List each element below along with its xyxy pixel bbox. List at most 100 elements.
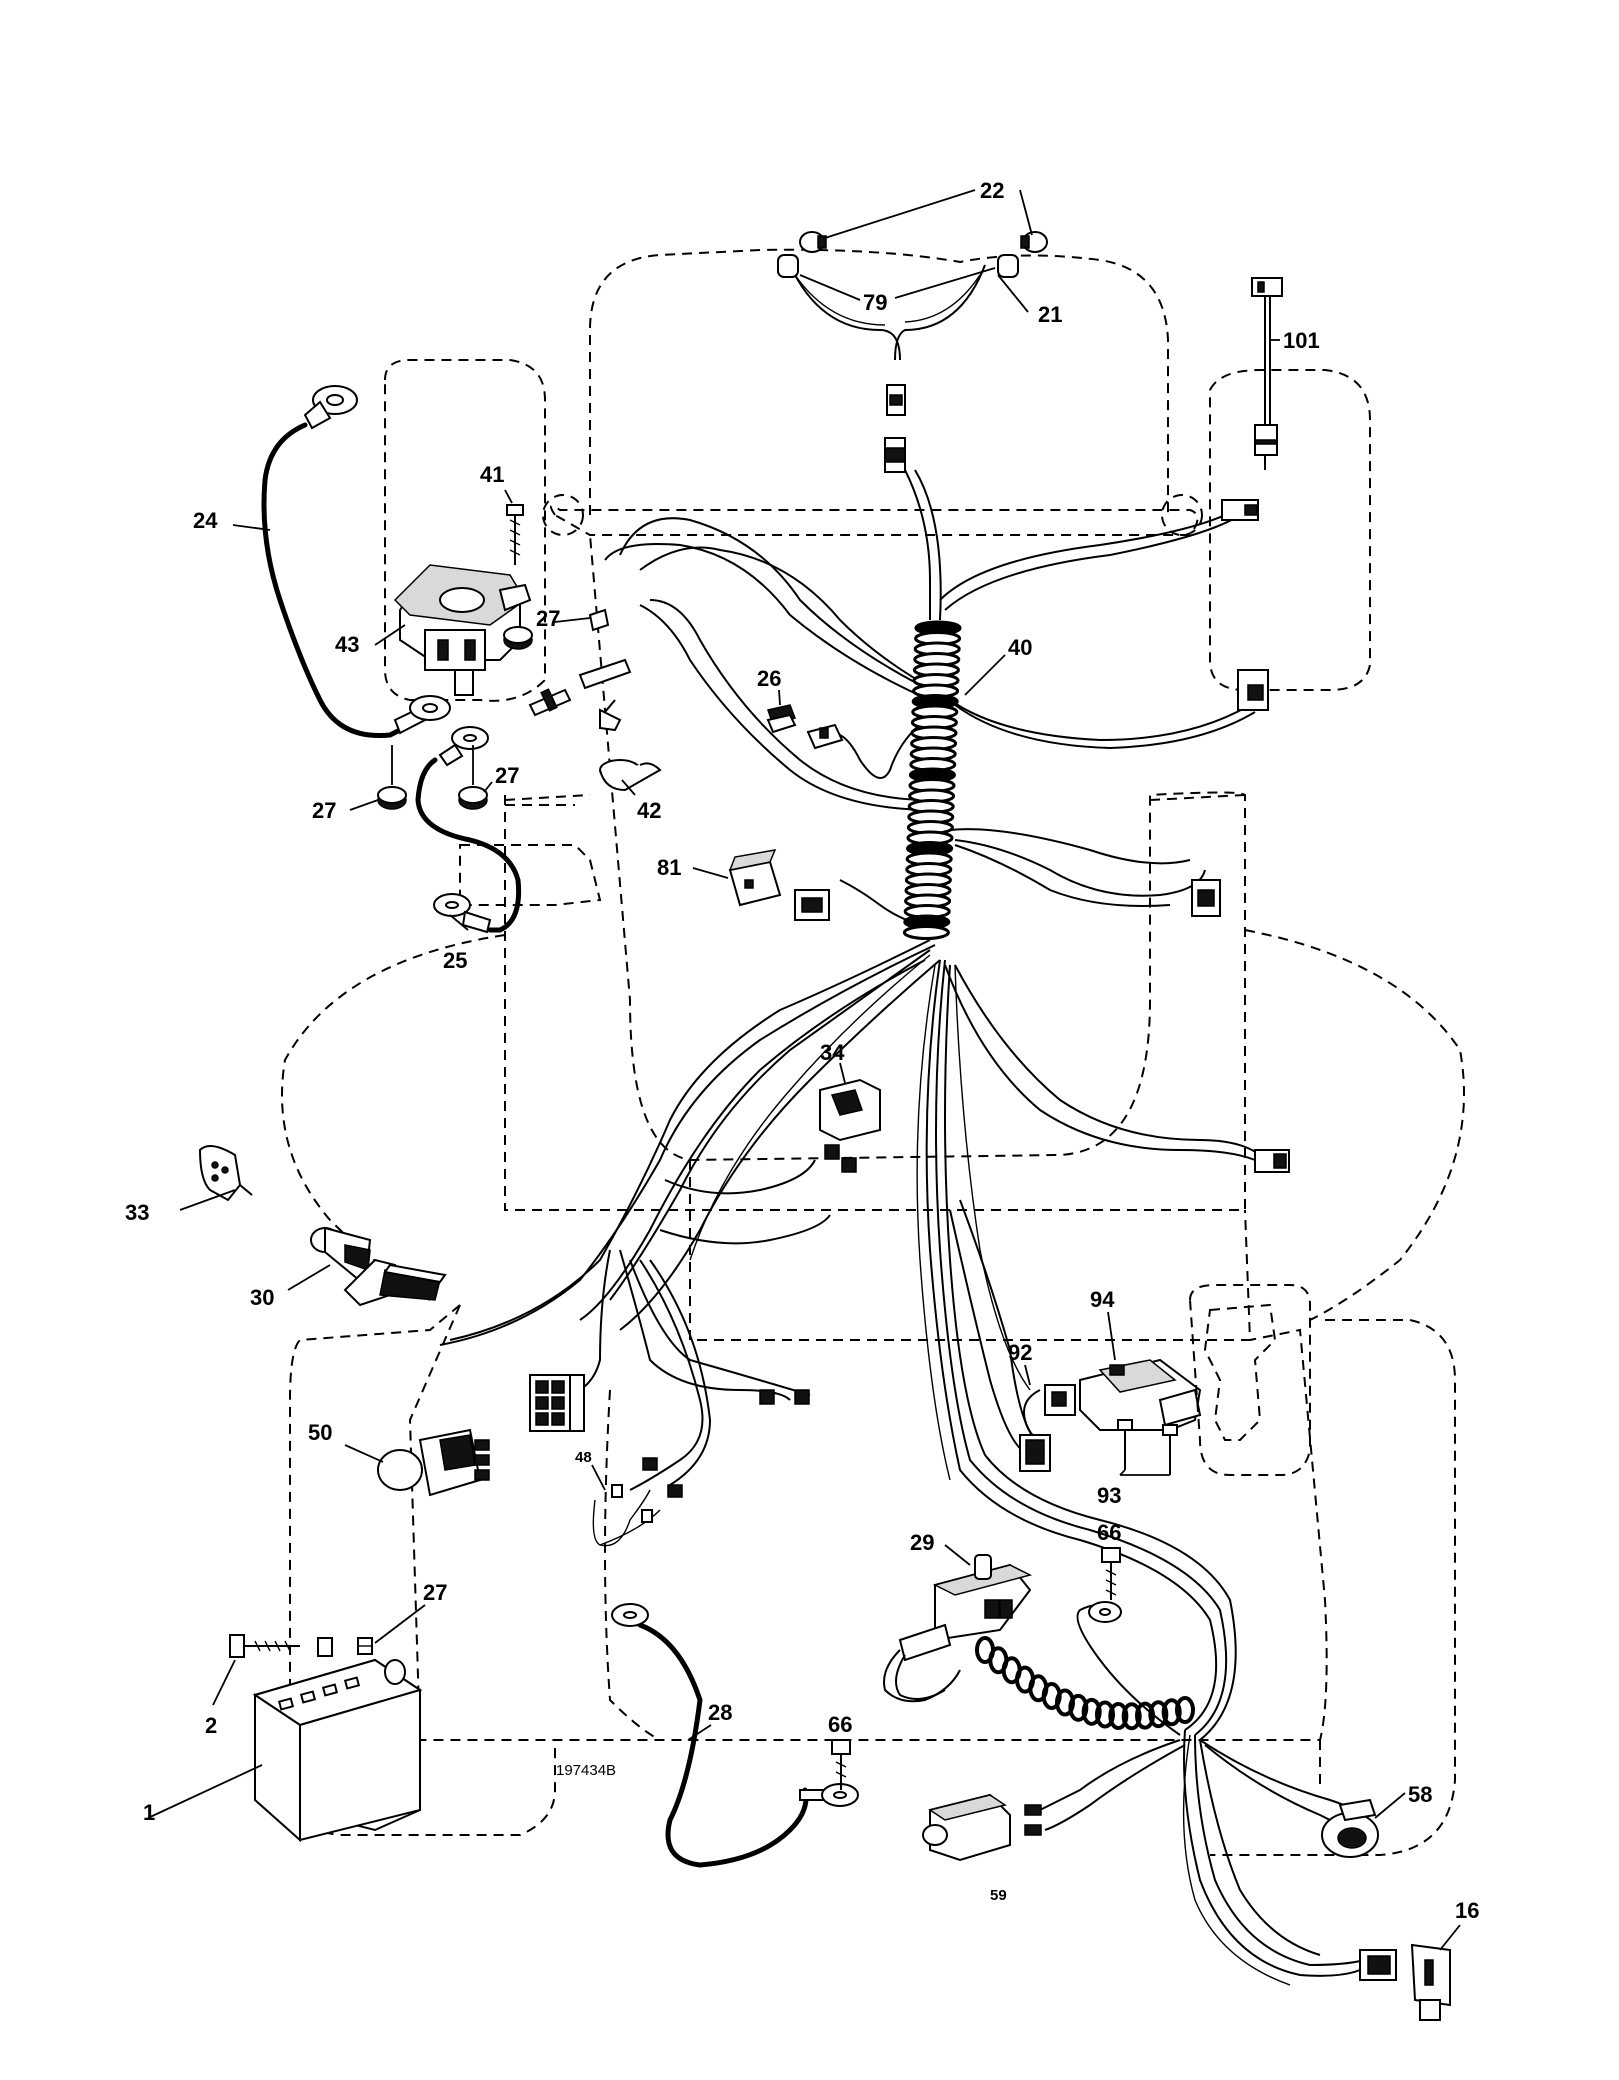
pto-knob-icon	[377, 1449, 423, 1491]
drawing-code: 197434B	[556, 1762, 616, 1779]
callout-24: 24	[193, 508, 218, 533]
six-pin-connector	[529, 1374, 585, 1432]
coil-cord	[975, 1636, 1195, 1731]
coil-turn	[1068, 1693, 1089, 1722]
callout-42: 42	[637, 798, 661, 823]
battery-cables	[261, 385, 859, 1868]
spade-terminals	[642, 1389, 810, 1498]
coil-turn	[1148, 1700, 1169, 1729]
lamp-socket-icon	[777, 254, 799, 278]
coil-turn	[1095, 1700, 1115, 1729]
callout-92: 92	[1008, 1340, 1032, 1365]
ground-screw-66-lower	[831, 1739, 851, 1790]
callout-94: 94	[1090, 1287, 1115, 1312]
seat-pan-outline	[1188, 1284, 1311, 1476]
callout-21: 21	[1038, 302, 1062, 327]
callout-1: 1	[143, 1800, 155, 1825]
conduit-ring	[902, 925, 950, 940]
callout-66-upper: 66	[1097, 1520, 1121, 1545]
lower-right-outline	[1210, 1319, 1456, 1856]
callout-28: 28	[708, 1700, 732, 1725]
callout-101: 101	[1283, 328, 1320, 353]
coil-turn	[1175, 1696, 1195, 1724]
seat-switch-assembly	[1019, 1358, 1202, 1475]
leader-lines	[147, 189, 1461, 1951]
callout-59: 59	[990, 1887, 1007, 1904]
callout-93: 93	[1097, 1483, 1121, 1508]
callout-43: 43	[335, 632, 359, 657]
battery-terminal	[317, 1637, 333, 1657]
main-harness	[439, 264, 1371, 1986]
callout-29: 29	[910, 1530, 934, 1555]
lower-seat-outline	[408, 1304, 1328, 1741]
ignition-key-icon	[198, 1145, 253, 1202]
callout-41: 41	[480, 462, 504, 487]
callout-34: 34	[820, 1040, 845, 1065]
positive-cable	[261, 422, 403, 739]
callout-33: 33	[125, 1200, 149, 1225]
nuts-27	[377, 626, 533, 810]
bulb-lead	[592, 1484, 661, 1547]
callout-40: 40	[1008, 635, 1032, 660]
bolt-41	[506, 504, 524, 565]
callout-79: 79	[863, 290, 887, 315]
battery	[252, 1637, 423, 1843]
grommet-outline	[542, 494, 584, 536]
cable-route-outline	[459, 844, 602, 906]
grommet-outline-right	[1161, 494, 1203, 536]
callout-26: 26	[757, 666, 781, 691]
solenoid-area-outline	[384, 359, 546, 702]
accessory-lead	[1251, 277, 1283, 470]
terminal-boot	[599, 759, 662, 792]
ground-screw-66-upper	[1088, 1547, 1122, 1623]
deck-outline	[604, 1389, 1321, 1790]
callout-27-right-nut: 27	[495, 763, 519, 788]
callout-22: 22	[980, 178, 1004, 203]
callout-30: 30	[250, 1285, 274, 1310]
fuse-holders	[528, 608, 632, 732]
coil-turn	[1161, 1698, 1182, 1727]
left-fender-outline	[281, 934, 506, 1301]
connector-16	[1359, 1943, 1451, 2021]
callout-27-left-nut: 27	[312, 798, 336, 823]
harness-conduit	[902, 620, 962, 940]
battery-terminal	[384, 1659, 406, 1685]
ignition-switch	[310, 1226, 447, 1307]
mid-frame-top	[504, 794, 1246, 801]
lamp-socket-icon	[997, 254, 1019, 278]
sensor-58	[1321, 1798, 1379, 1858]
negative-cable	[415, 757, 522, 933]
rocker-switch	[819, 1078, 881, 1173]
callout-labels: 1 2 16 21 22 24 25 26 27 27 27 27 28 29 …	[125, 178, 1479, 1923]
right-box-outline	[1209, 369, 1371, 691]
nut-battery	[357, 1637, 373, 1655]
right-fender-outline	[1244, 929, 1465, 1321]
module-59	[922, 1793, 1042, 1862]
coil-turn	[1121, 1702, 1142, 1731]
callout-16: 16	[1455, 1898, 1479, 1923]
bolt-2	[229, 1634, 300, 1658]
headlight-assembly	[777, 231, 1048, 473]
callout-27-battery: 27	[423, 1580, 447, 1605]
callout-25: 25	[443, 948, 467, 973]
coil-turn	[1135, 1701, 1155, 1730]
pto-switch	[377, 1428, 490, 1497]
callout-50: 50	[308, 1420, 332, 1445]
mid-frame-outline	[504, 534, 1246, 1211]
rear-compartment-outline	[689, 1160, 1252, 1341]
callout-27-solenoid: 27	[536, 606, 560, 631]
callout-48: 48	[575, 1449, 592, 1466]
right-connectors	[1191, 499, 1290, 1173]
callout-81: 81	[657, 855, 681, 880]
callout-58: 58	[1408, 1782, 1432, 1807]
callout-2: 2	[205, 1713, 217, 1738]
ground-cable	[637, 1622, 809, 1868]
starter-solenoid	[393, 564, 532, 696]
chassis-outlines	[281, 248, 1465, 1856]
callout-66-lower: 66	[828, 1712, 852, 1737]
coil-turn	[1108, 1701, 1129, 1730]
hood-outline	[589, 248, 1169, 515]
coil-turn	[1081, 1697, 1102, 1726]
connector-26	[766, 704, 844, 750]
